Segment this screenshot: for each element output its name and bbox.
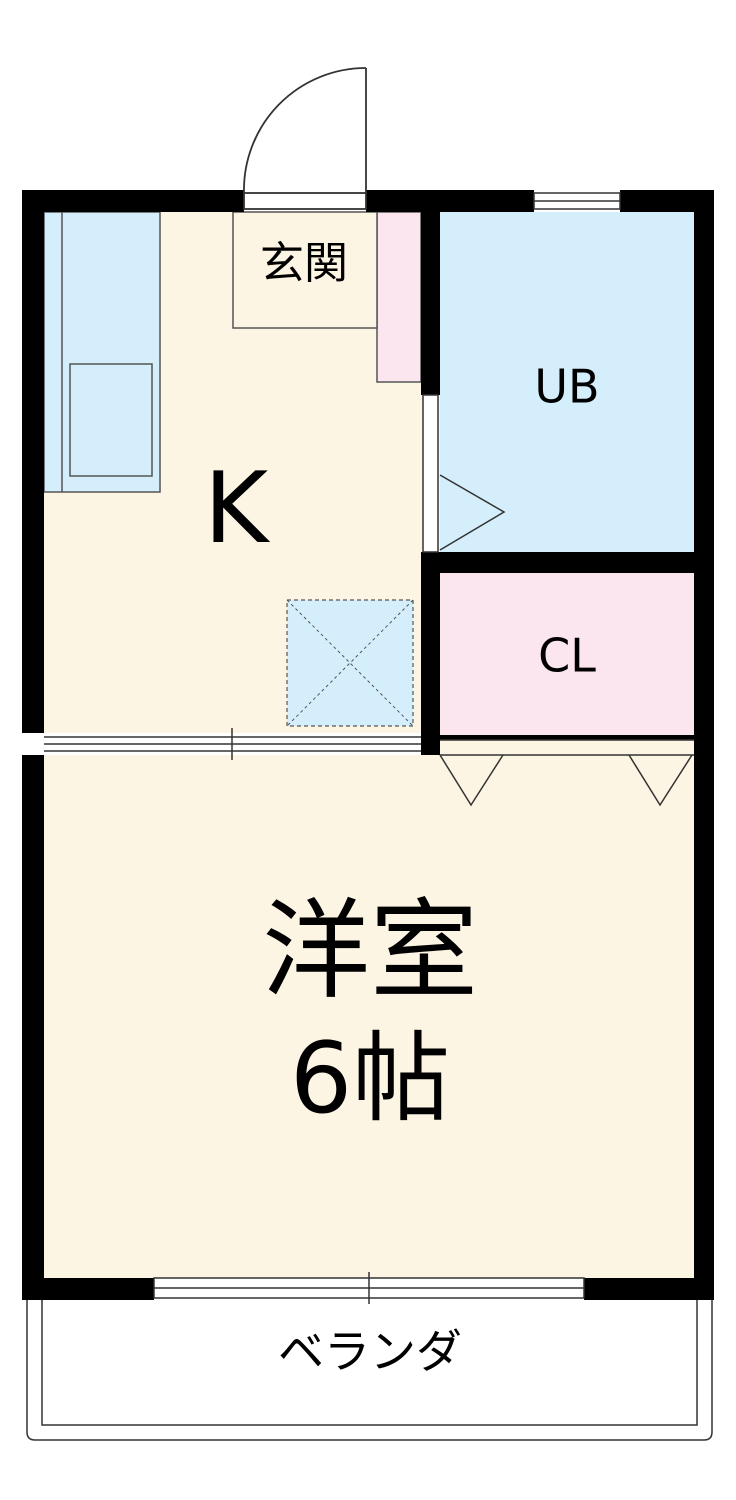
genkan-area xyxy=(232,211,378,329)
closet-doors xyxy=(439,739,694,807)
kitchen-label: K xyxy=(204,452,271,566)
veranda-label: ベランダ xyxy=(278,1325,462,1379)
western-room-size: 6帖 xyxy=(290,1022,450,1136)
western-room-label: 洋室 xyxy=(262,889,478,1014)
sliding-door-kitchen xyxy=(22,728,421,760)
balcony-window xyxy=(153,1272,585,1304)
walls xyxy=(22,190,714,1300)
bath-label: UB xyxy=(534,360,599,414)
closet-floor xyxy=(440,573,694,735)
washer-space xyxy=(286,599,414,727)
veranda xyxy=(26,1300,713,1441)
genkan-label: 玄関 xyxy=(260,238,348,289)
bath-floor xyxy=(440,212,694,552)
closet-label: CL xyxy=(538,629,596,683)
kitchen-sink xyxy=(69,363,153,477)
entrance-door xyxy=(243,67,367,210)
bath-door xyxy=(422,394,506,553)
shoe-cabinet xyxy=(376,211,422,383)
bath-window xyxy=(533,192,621,210)
